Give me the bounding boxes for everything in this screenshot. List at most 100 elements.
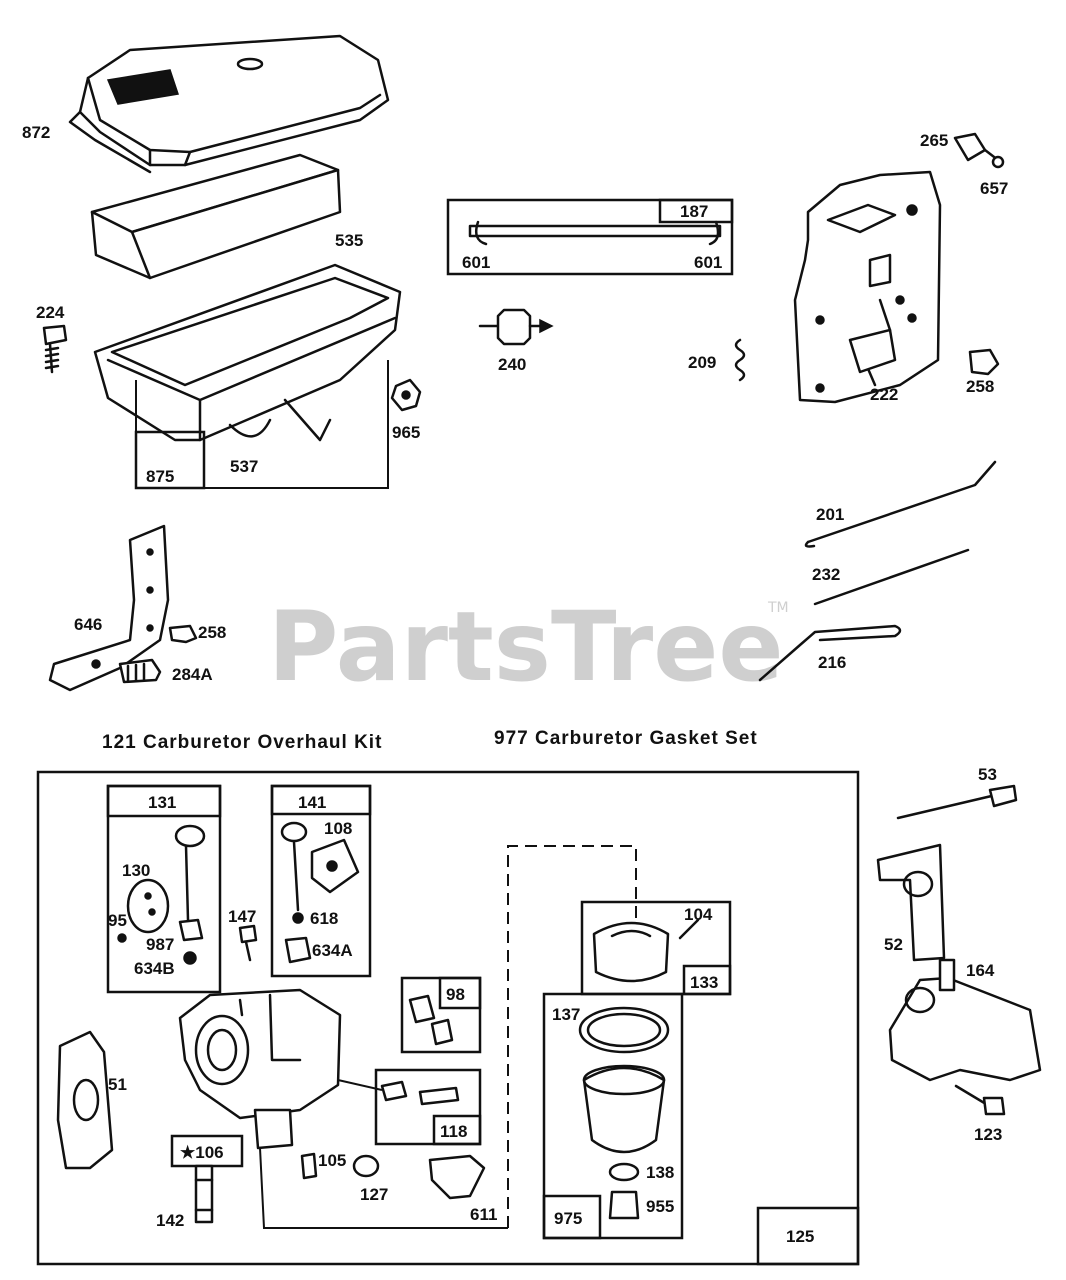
part-label-634a: 634A	[312, 941, 353, 960]
part-label-133: 133	[690, 973, 718, 992]
part-label-108: 108	[324, 819, 352, 838]
part-label-125: 125	[786, 1227, 814, 1246]
link-232	[813, 548, 970, 606]
screw-224	[42, 324, 68, 374]
part-label-98: 98	[446, 985, 465, 1004]
part-label-216: 216	[818, 653, 846, 672]
kit-box-141	[270, 784, 372, 816]
part-label-118: 118	[440, 1122, 467, 1141]
part-label-106-number: 106	[195, 1143, 223, 1162]
part-label-201: 201	[816, 505, 844, 524]
bracket-646	[48, 524, 170, 692]
part-label-872: 872	[22, 123, 50, 142]
screw-258-bracket	[968, 348, 1000, 376]
screw-123	[954, 1084, 1006, 1116]
part-label-137: 137	[552, 1005, 580, 1024]
kit-box-187	[658, 198, 734, 224]
kit-box-98	[438, 976, 482, 1010]
air-filter	[90, 153, 342, 280]
kit-box-118	[432, 1114, 482, 1146]
needle-valve-131	[117, 824, 206, 965]
part-label-106: ★106	[180, 1143, 224, 1162]
kit-box-975-frame	[542, 992, 684, 1240]
part-label-657: 657	[980, 179, 1008, 198]
kit-box-975	[542, 1194, 602, 1240]
part-label-875: 875	[146, 467, 174, 486]
part-label-535: 535	[335, 231, 363, 250]
carburetor-body	[178, 988, 342, 1150]
part-label-52: 52	[884, 935, 903, 954]
float-bowl	[578, 1006, 670, 1220]
watermark-brand: PartsTree	[268, 591, 783, 703]
choke-link-216	[758, 624, 902, 682]
intake-164	[888, 958, 1042, 1082]
watermark-trademark: TM	[767, 600, 789, 616]
spring-209	[734, 338, 746, 382]
part-label-965: 965	[392, 423, 420, 442]
part-label-53: 53	[978, 765, 997, 784]
screw-258-bracket-646	[168, 624, 198, 644]
screw-147	[238, 924, 258, 962]
part-label-130: 130	[122, 861, 150, 880]
float-133	[592, 918, 700, 983]
part-label-209: 209	[688, 353, 716, 372]
kit-box-875	[134, 430, 206, 490]
overhaul-kit-caption: 121 Carburetor Overhaul Kit	[102, 732, 382, 753]
part-label-105: 105	[318, 1151, 346, 1170]
part-label-232: 232	[812, 565, 840, 584]
part-label-611: 611	[470, 1205, 497, 1224]
needle-105	[300, 1152, 318, 1180]
kit-box-187-frame	[446, 198, 734, 276]
part-label-284a: 284A	[172, 665, 213, 684]
part-label-265: 265	[920, 131, 948, 150]
part-label-51: 51	[108, 1075, 127, 1094]
shaft-53	[896, 784, 1018, 820]
part-label-975: 975	[554, 1209, 582, 1228]
part-label-187: 187	[680, 202, 708, 221]
air-cleaner-cover	[68, 34, 390, 174]
part-label-164: 164	[966, 961, 995, 980]
part-label-601-right: 601	[694, 253, 722, 272]
gasket-set-caption: 977 Carburetor Gasket Set	[494, 728, 758, 749]
kit-box-125-frame	[36, 770, 860, 1266]
spring-screw-98	[408, 994, 454, 1046]
part-label-142: 142	[156, 1211, 184, 1230]
part-label-987: 987	[146, 935, 174, 954]
governor-link-201	[804, 460, 997, 548]
control-bracket	[793, 170, 942, 404]
part-label-138: 138	[646, 1163, 674, 1182]
part-label-258-bracket-646: 258	[198, 623, 226, 642]
kit-box-118-frame	[374, 1068, 482, 1146]
kit-box-125	[756, 1206, 860, 1266]
part-label-147: 147	[228, 907, 256, 926]
air-cleaner-base	[93, 263, 402, 442]
fitting-611	[428, 1154, 486, 1200]
kit-box-131	[106, 784, 222, 818]
gasket-51	[56, 1030, 114, 1170]
part-label-537: 537	[230, 457, 258, 476]
part-label-224: 224	[36, 303, 65, 322]
kit-box-133	[682, 964, 732, 996]
screw-118	[380, 1080, 460, 1106]
part-label-141: 141	[298, 793, 326, 812]
pin-142	[194, 1164, 214, 1224]
part-label-127: 127	[360, 1185, 388, 1204]
seat-127	[352, 1154, 380, 1178]
part-label-104: 104	[684, 905, 713, 924]
part-label-123: 123	[974, 1125, 1002, 1144]
part-label-601-left: 601	[462, 253, 490, 272]
idle-valve-141	[280, 821, 360, 964]
fuel-line	[468, 220, 722, 246]
gasket-52	[876, 843, 946, 962]
part-label-258-bracket: 258	[966, 377, 994, 396]
part-label-95: 95	[108, 911, 127, 930]
part-label-634b: 634B	[134, 959, 175, 978]
part-label-131: 131	[148, 793, 176, 812]
part-label-222: 222	[870, 385, 898, 404]
part-label-618: 618	[310, 909, 338, 928]
screw-284a	[118, 658, 162, 684]
part-label-955: 955	[646, 1197, 674, 1216]
clamp-265	[953, 132, 1005, 169]
nut-965	[390, 378, 422, 412]
